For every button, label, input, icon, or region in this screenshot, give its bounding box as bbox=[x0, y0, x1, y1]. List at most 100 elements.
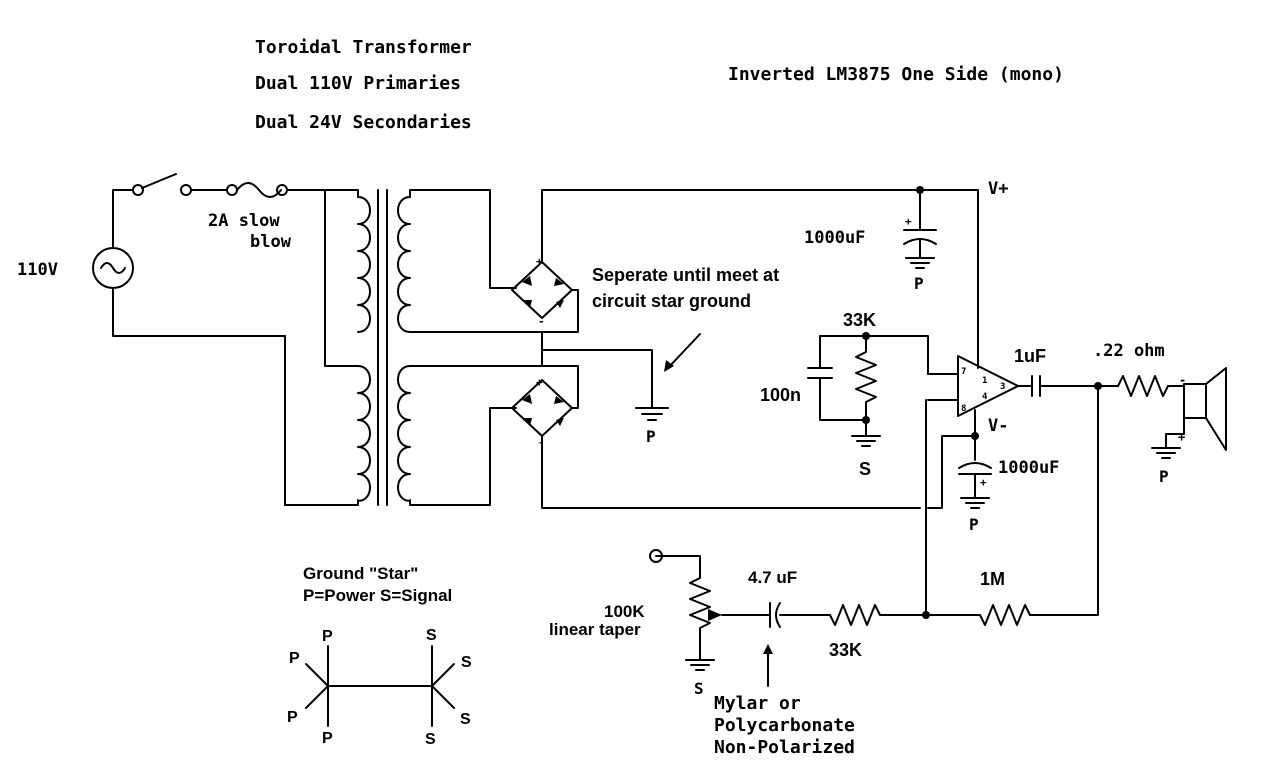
bridge-2-ac-link bbox=[541, 365, 579, 409]
vplus-label: V+ bbox=[988, 179, 1008, 199]
speaker-plus: + bbox=[1178, 430, 1185, 444]
rf-top-label: 33K bbox=[843, 310, 876, 330]
opamp-triangle bbox=[957, 355, 1019, 417]
primary-winding-2 bbox=[357, 365, 371, 502]
svg-text:4: 4 bbox=[982, 392, 988, 402]
signal-ground-network: 33K 100n S bbox=[760, 310, 929, 479]
bridge-2-diodes bbox=[522, 394, 564, 426]
pot-label-1: 100K bbox=[604, 602, 645, 621]
title-line-3: Dual 24V Secondaries bbox=[255, 112, 472, 133]
feedback-wire bbox=[1029, 385, 1099, 616]
legend-p-4: P bbox=[322, 730, 333, 747]
svg-text:8: 8 bbox=[961, 404, 966, 414]
secondary-1-bottom bbox=[409, 331, 543, 353]
cap-pos-ground-label: P bbox=[914, 274, 924, 293]
rin-label: 33K bbox=[829, 640, 862, 660]
bridge-1-plus: + bbox=[536, 255, 543, 268]
mains-wire-bottom bbox=[112, 287, 286, 337]
r-ground-resistor bbox=[855, 335, 877, 421]
fuse-label-2: blow bbox=[250, 232, 292, 252]
bridge-rectifier-2: + - bbox=[511, 365, 921, 509]
secondary-1-top bbox=[409, 189, 517, 289]
lm3875-amplifier: 7 1 3 4 8 bbox=[927, 355, 1019, 417]
cap-neg-ground-label: P bbox=[969, 515, 979, 534]
cap-neg-plus: + bbox=[980, 476, 987, 489]
pot-ground-label: S bbox=[694, 679, 704, 698]
title-line-1: Toroidal Transformer bbox=[255, 37, 472, 58]
star-note-2: circuit star ground bbox=[592, 291, 751, 311]
cap-note-3: Non-Polarized bbox=[714, 737, 855, 758]
star-power-spokes bbox=[305, 645, 329, 727]
pot-wiper-arrow bbox=[708, 609, 722, 621]
ground-s-label: S bbox=[859, 459, 871, 479]
cap-pos-plus: + bbox=[905, 215, 912, 228]
svg-text:3: 3 bbox=[1000, 382, 1005, 392]
center-tap-wire bbox=[541, 349, 653, 409]
fuse-contact-a bbox=[226, 184, 238, 196]
speaker-ground-label: P bbox=[1159, 467, 1169, 486]
supply-rails: V+ + 1000uF P V- + 1000uF P bbox=[804, 179, 1059, 534]
rfb-resistor bbox=[925, 604, 1031, 626]
legend-s-3: S bbox=[460, 711, 471, 728]
rzobel-label: .22 ohm bbox=[1093, 341, 1165, 361]
star-signal-spokes bbox=[431, 645, 455, 727]
ground-star-legend: Ground "Star" P=Power S=Signal P P P P S… bbox=[287, 564, 472, 748]
secondary-2-bottom bbox=[409, 407, 517, 506]
network-top-wire bbox=[819, 335, 929, 375]
zobel-resistor bbox=[1117, 375, 1185, 397]
switch-contact-a bbox=[132, 184, 144, 196]
negative-rail-wire bbox=[541, 435, 921, 509]
transformer bbox=[284, 189, 543, 506]
cap-note-2: Polycarbonate bbox=[714, 715, 855, 736]
mains-input: 110V 2A slow blow bbox=[17, 173, 326, 337]
star-note-1: Seperate until meet at bbox=[592, 265, 779, 285]
svg-text:7: 7 bbox=[961, 367, 966, 377]
note-arrowhead bbox=[664, 360, 674, 372]
cap-note-1: Mylar or bbox=[714, 693, 801, 714]
legend-p-3: P bbox=[287, 709, 298, 726]
primary-winding-1 bbox=[357, 196, 371, 333]
title-line-2: Dual 110V Primaries bbox=[255, 73, 461, 94]
note-arrow bbox=[667, 333, 701, 369]
fuse-element bbox=[236, 182, 282, 198]
cap-neg-label: 1000uF bbox=[998, 458, 1059, 478]
power-ground-center: P Seperate until meet at circuit star gr… bbox=[541, 265, 779, 446]
vminus-label: V- bbox=[988, 416, 1008, 436]
legend-p-1: P bbox=[322, 628, 333, 645]
bridge-1-ac-link bbox=[541, 289, 579, 333]
rin-resistor bbox=[779, 604, 927, 626]
primary-1-top-lead bbox=[324, 189, 359, 367]
bridge-2-minus: - bbox=[538, 436, 545, 449]
cin-plate-curved bbox=[775, 602, 781, 628]
speaker-minus: - bbox=[1179, 373, 1186, 387]
legend-s-1: S bbox=[426, 627, 437, 644]
cf-label: 100n bbox=[760, 385, 801, 405]
legend-p-2: P bbox=[289, 650, 300, 667]
title-block: Toroidal Transformer Dual 110V Primaries… bbox=[255, 37, 1064, 133]
mains-label: 110V bbox=[17, 260, 58, 280]
positive-rail-wire bbox=[541, 189, 921, 263]
svg-text:1: 1 bbox=[982, 376, 987, 386]
mains-wire-top bbox=[112, 189, 134, 249]
bridge-rectifier-1: + - bbox=[511, 189, 921, 333]
input-stage: S 4.7 uF 33K 1M 100K linear taper Mylar … bbox=[549, 385, 1099, 758]
secondary-winding-2 bbox=[397, 365, 411, 502]
cout-label: 1uF bbox=[1014, 346, 1046, 366]
bridge-1-outline bbox=[511, 261, 573, 319]
input-jack bbox=[649, 549, 663, 563]
secondary-winding-1 bbox=[397, 196, 411, 333]
cap-pos-label: 1000uF bbox=[804, 228, 865, 248]
bridge-1-minus: - bbox=[538, 315, 545, 328]
legend-s-2: S bbox=[461, 654, 472, 671]
legend-line-2: P=Power S=Signal bbox=[303, 586, 452, 605]
rfb-label: 1M bbox=[980, 569, 1005, 589]
switch-lever bbox=[141, 173, 177, 189]
primary-link bbox=[284, 335, 359, 506]
subtitle: Inverted LM3875 One Side (mono) bbox=[728, 64, 1064, 85]
sine-wave-icon bbox=[100, 262, 126, 274]
cin-label: 4.7 uF bbox=[748, 568, 797, 587]
fuse-label-1: 2A slow bbox=[208, 211, 280, 231]
secondary-2-top bbox=[409, 351, 543, 367]
pot-label-2: linear taper bbox=[549, 620, 641, 639]
speaker-cone bbox=[1205, 367, 1227, 451]
